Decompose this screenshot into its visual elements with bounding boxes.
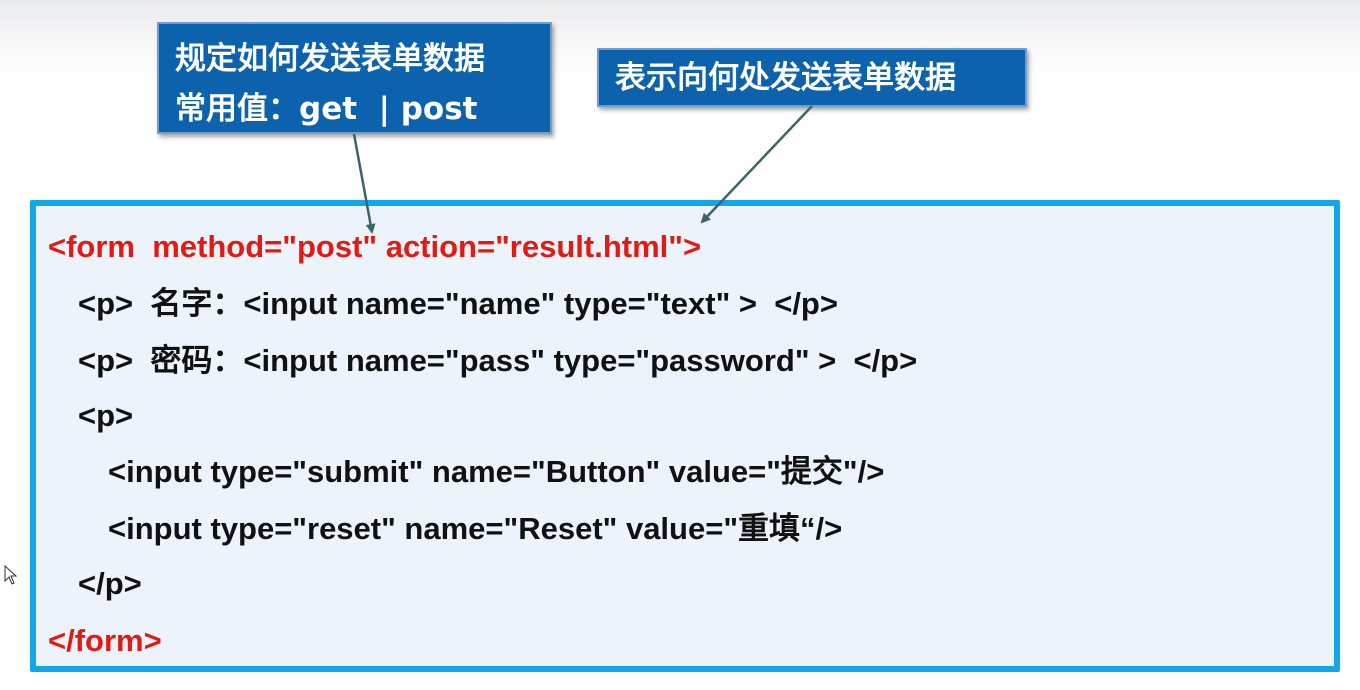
code-line-pass-field: <p> 密码：<input name="pass" type="password… — [78, 343, 918, 378]
method-callout-line2: 常用值：get | post — [175, 91, 478, 127]
code-line-submit: <input type="submit" name="Button" value… — [108, 454, 885, 489]
code-panel: <form method="post" action="result.html"… — [30, 200, 1340, 672]
mouse-pointer-icon — [4, 565, 18, 585]
code-line-p-close: </p> — [78, 566, 142, 601]
method-callout: 规定如何发送表单数据 常用值：get | post — [157, 22, 552, 134]
code-line-form-open: <form method="post" action="result.html"… — [48, 229, 702, 264]
code-line-name-field: <p> 名字：<input name="name" type="text" > … — [78, 286, 838, 321]
code-line-reset: <input type="reset" name="Reset" value="… — [108, 511, 843, 546]
method-callout-line1: 规定如何发送表单数据 — [175, 41, 485, 77]
action-callout: 表示向何处发送表单数据 — [597, 48, 1027, 107]
code-line-p-open: <p> — [78, 398, 134, 433]
code-line-form-close: </form> — [48, 623, 162, 658]
